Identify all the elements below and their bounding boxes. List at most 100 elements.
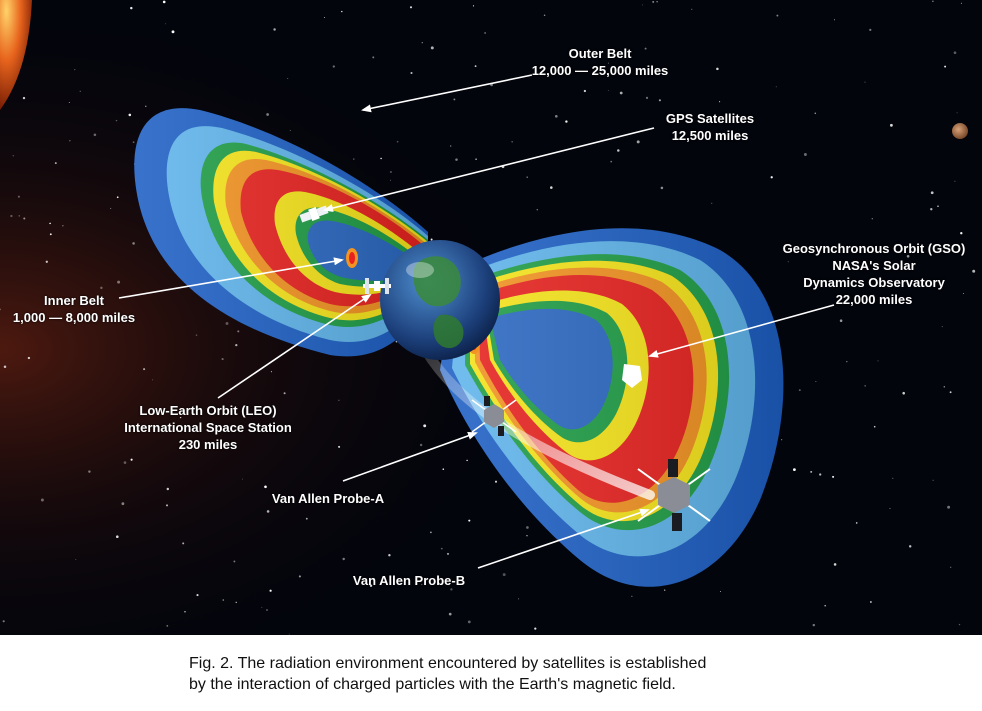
- star: [544, 15, 546, 17]
- star: [526, 526, 529, 529]
- leo-label: Low-Earth Orbit (LEO) International Spac…: [102, 402, 314, 453]
- star: [832, 476, 834, 478]
- star: [3, 620, 5, 622]
- star: [865, 385, 866, 386]
- star: [117, 196, 119, 198]
- star: [266, 113, 269, 116]
- star: [41, 499, 44, 502]
- star: [550, 186, 553, 189]
- star: [69, 140, 70, 141]
- star: [815, 113, 817, 115]
- star: [466, 460, 467, 461]
- leo-range: 230 miles: [102, 436, 314, 453]
- star: [338, 446, 340, 448]
- planet-mars: [952, 123, 968, 139]
- star: [133, 141, 135, 143]
- probe-a-label: Van Allen Probe-A: [258, 490, 398, 507]
- star: [932, 0, 934, 2]
- star: [46, 261, 48, 263]
- star: [23, 97, 25, 99]
- star: [931, 191, 934, 194]
- star: [608, 90, 609, 91]
- star: [840, 319, 843, 322]
- star: [130, 7, 132, 9]
- star: [617, 149, 620, 152]
- star: [233, 560, 235, 562]
- star: [856, 522, 858, 524]
- inner-belt-range: 1,000 — 8,000 miles: [0, 309, 148, 326]
- star: [333, 65, 335, 67]
- star: [390, 171, 392, 173]
- star: [813, 624, 815, 626]
- star: [299, 575, 301, 577]
- radiation-belt-illustration: Outer Belt 12,000 — 25,000 miles GPS Sat…: [0, 0, 982, 635]
- star: [890, 508, 891, 509]
- star: [261, 607, 262, 608]
- star: [711, 203, 712, 204]
- star: [720, 591, 721, 592]
- star: [450, 145, 451, 146]
- star: [947, 506, 950, 509]
- star: [937, 205, 939, 207]
- star: [324, 17, 325, 18]
- star: [652, 1, 654, 3]
- star: [397, 141, 399, 143]
- star: [819, 473, 821, 475]
- star: [145, 106, 146, 107]
- star: [196, 334, 198, 336]
- probe-b-label: Van Allen Probe-B: [334, 572, 484, 589]
- star: [80, 91, 81, 92]
- caption-line-1: Fig. 2. The radiation environment encoun…: [189, 653, 909, 674]
- star: [804, 153, 807, 156]
- star: [902, 392, 905, 395]
- star: [163, 1, 166, 4]
- star: [475, 158, 477, 160]
- star: [19, 215, 20, 216]
- star: [182, 542, 184, 544]
- star: [143, 368, 145, 370]
- star: [933, 480, 934, 481]
- star: [117, 281, 120, 284]
- star: [950, 567, 951, 568]
- star: [431, 46, 434, 49]
- star: [874, 426, 876, 428]
- star: [431, 239, 433, 241]
- star: [116, 120, 117, 121]
- star: [270, 590, 272, 592]
- star: [388, 554, 390, 556]
- star: [776, 15, 778, 17]
- star: [957, 112, 958, 113]
- star: [267, 510, 270, 513]
- star: [484, 32, 485, 33]
- star: [930, 208, 932, 210]
- gps-range: 12,500 miles: [640, 127, 780, 144]
- star: [443, 468, 445, 470]
- star: [864, 82, 865, 83]
- star: [909, 545, 911, 547]
- star: [152, 379, 153, 380]
- star: [719, 101, 720, 102]
- gps-label: GPS Satellites 12,500 miles: [640, 110, 780, 144]
- star: [473, 5, 474, 6]
- star: [55, 162, 57, 164]
- star: [468, 620, 471, 623]
- star: [223, 599, 225, 601]
- star: [167, 488, 169, 490]
- star: [172, 30, 175, 33]
- star: [116, 535, 119, 538]
- star: [815, 381, 816, 382]
- star: [132, 242, 135, 245]
- star: [353, 158, 354, 159]
- star: [75, 559, 76, 560]
- star: [423, 424, 426, 427]
- star: [716, 68, 719, 71]
- outer-belt-name: Outer Belt: [520, 45, 680, 62]
- star: [50, 233, 52, 235]
- star: [410, 72, 412, 74]
- star: [129, 114, 132, 117]
- star: [13, 155, 14, 156]
- star: [124, 461, 127, 464]
- star: [631, 596, 632, 597]
- star: [235, 344, 237, 346]
- gps-name: GPS Satellites: [640, 110, 780, 127]
